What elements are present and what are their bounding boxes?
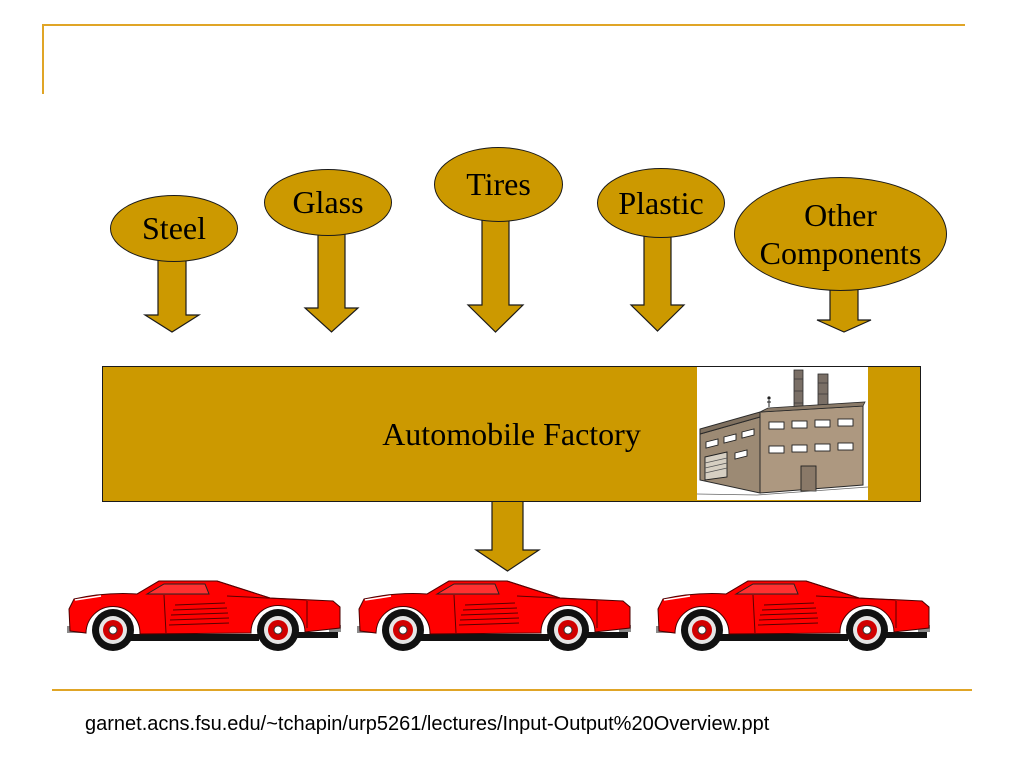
window (837, 442, 854, 451)
input-other-components: Other Components (734, 177, 947, 291)
footer-rule (52, 689, 972, 691)
car-icon (656, 580, 930, 651)
hub-cap (862, 625, 872, 635)
rooftop-figure (767, 396, 771, 407)
input-tires: Tires (434, 147, 563, 222)
car-icon (357, 580, 631, 651)
hub-cap (697, 625, 707, 635)
input-steel-label: Steel (142, 210, 206, 247)
window (791, 420, 808, 429)
window (814, 419, 831, 428)
factory-box: Automobile Factory (102, 366, 921, 502)
car-body (657, 580, 930, 635)
window (768, 445, 785, 454)
factory-label: Automobile Factory (382, 415, 641, 452)
hub-cap (108, 625, 118, 635)
arrow-other-components-to-factory (816, 285, 872, 333)
input-glass: Glass (264, 169, 392, 236)
car-wheel-front (382, 609, 424, 651)
corner-rule-vertical (42, 24, 44, 94)
window (791, 444, 808, 453)
figure-head (767, 396, 771, 400)
arrow-tires-to-factory (466, 217, 525, 333)
factory-door (800, 465, 817, 492)
window (741, 428, 755, 439)
car-headlight (364, 595, 392, 601)
ground-line (697, 486, 868, 496)
top-rule (42, 24, 965, 26)
car-body-lines (426, 580, 598, 634)
window (768, 421, 785, 430)
car-body-lines (725, 580, 897, 634)
hub-cap (398, 625, 408, 635)
garage-door-slats (704, 457, 728, 474)
arrow-plastic-to-factory (629, 233, 686, 332)
garage-door-panel (704, 451, 728, 481)
car-window (734, 583, 799, 595)
car-wheel-front (92, 609, 134, 651)
input-plastic: Plastic (597, 168, 725, 238)
input-tires-label: Tires (466, 166, 531, 203)
car-wheel-front (681, 609, 723, 651)
hub-cap (563, 625, 573, 635)
car-underbody (417, 632, 628, 641)
car-body (68, 580, 341, 635)
car-headlight (74, 595, 102, 601)
output-cars (67, 580, 930, 651)
input-steel: Steel (110, 195, 238, 262)
smokestack-bands (794, 378, 803, 404)
car-wheel-rear (547, 609, 589, 651)
window (723, 433, 737, 444)
window (734, 449, 748, 460)
arrow-factory-to-cars (474, 499, 541, 572)
car-wheel-rear (846, 609, 888, 651)
arrow-glass-to-factory (303, 231, 360, 333)
car-underbody (127, 632, 338, 641)
factory-windows (705, 418, 854, 460)
input-glass-label: Glass (292, 184, 364, 221)
car-window (435, 583, 500, 595)
window (814, 443, 831, 452)
car-body-lines (136, 580, 308, 634)
input-plastic-label: Plastic (618, 184, 704, 221)
car-window (145, 583, 210, 595)
car-body (358, 580, 631, 635)
window (837, 418, 854, 427)
window (705, 438, 719, 449)
input-other-components-label: Other Components (759, 197, 922, 271)
arrow-steel-to-factory (142, 257, 202, 333)
car-icon (67, 580, 341, 651)
footer-source-url: garnet.acns.fsu.edu/~tchapin/urp5261/lec… (85, 713, 770, 735)
car-underbody (716, 632, 927, 641)
factory-roof-edge (759, 401, 866, 413)
garage-door (704, 451, 728, 481)
hub-cap (273, 625, 283, 635)
car-headlight (663, 595, 691, 601)
car-wheel-rear (257, 609, 299, 651)
figure-body (767, 400, 771, 407)
factory-icon (697, 367, 868, 500)
